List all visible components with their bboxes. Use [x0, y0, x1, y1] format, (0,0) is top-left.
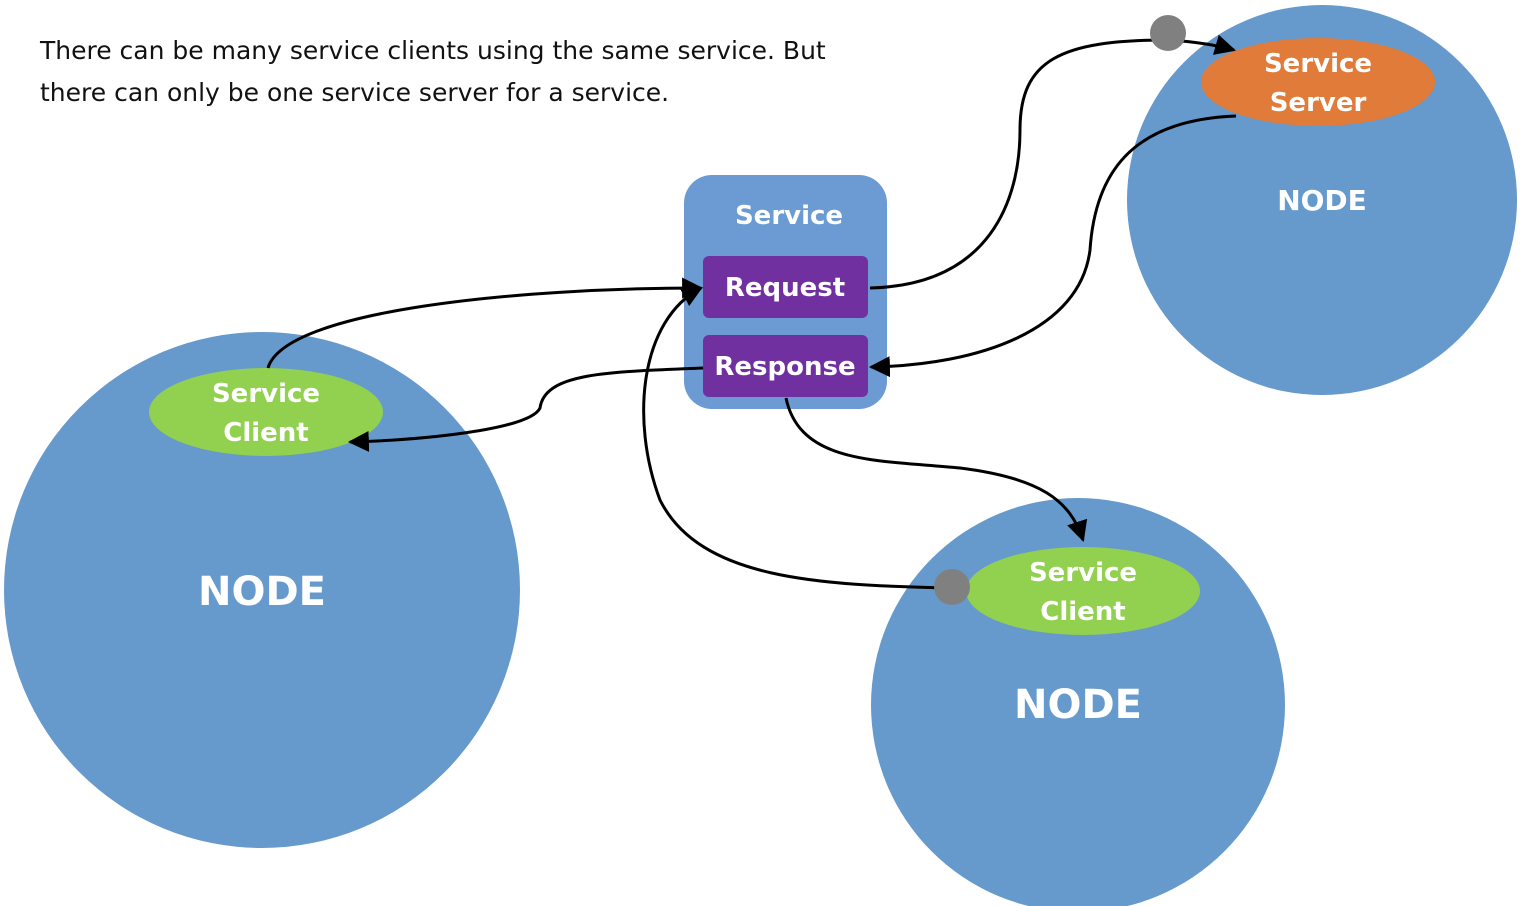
port-server	[1150, 15, 1186, 51]
node-left-label: NODE	[198, 569, 326, 615]
service-server-line-2: Server	[1270, 88, 1367, 118]
arrow-bottom-client-to-request	[642, 286, 951, 590]
port-bottom-client	[934, 569, 970, 605]
caption-line-2: there can only be one service server for…	[40, 78, 670, 107]
arrow-server-to-response	[868, 114, 1237, 378]
node-top-right-label: NODE	[1277, 184, 1367, 217]
arrow-left-client-to-request	[266, 277, 704, 369]
service-client-left	[149, 368, 383, 456]
arrow-response-to-left-client	[347, 366, 704, 452]
caption-line-1: There can be many service clients using …	[40, 36, 826, 65]
response-box	[703, 335, 868, 397]
request-label: Request	[725, 273, 845, 303]
service-client-bottom-line-2: Client	[1040, 597, 1125, 627]
service-client-left-line-1: Service	[212, 379, 320, 409]
arrow-response-to-bottom-client	[784, 397, 1088, 542]
service-server-line-1: Service	[1264, 49, 1372, 79]
caption: There can be many service clients using …	[40, 30, 900, 114]
service-server	[1201, 38, 1435, 126]
service-title: Service	[735, 201, 843, 231]
request-box	[703, 256, 868, 318]
arrow-request-to-server	[869, 34, 1237, 290]
service-client-bottom-line-1: Service	[1029, 558, 1137, 588]
response-label: Response	[714, 352, 855, 382]
node-bottom-label: NODE	[1014, 682, 1142, 728]
node-left	[4, 332, 520, 848]
service-client-bottom	[966, 547, 1200, 635]
service-client-left-line-2: Client	[223, 418, 308, 448]
